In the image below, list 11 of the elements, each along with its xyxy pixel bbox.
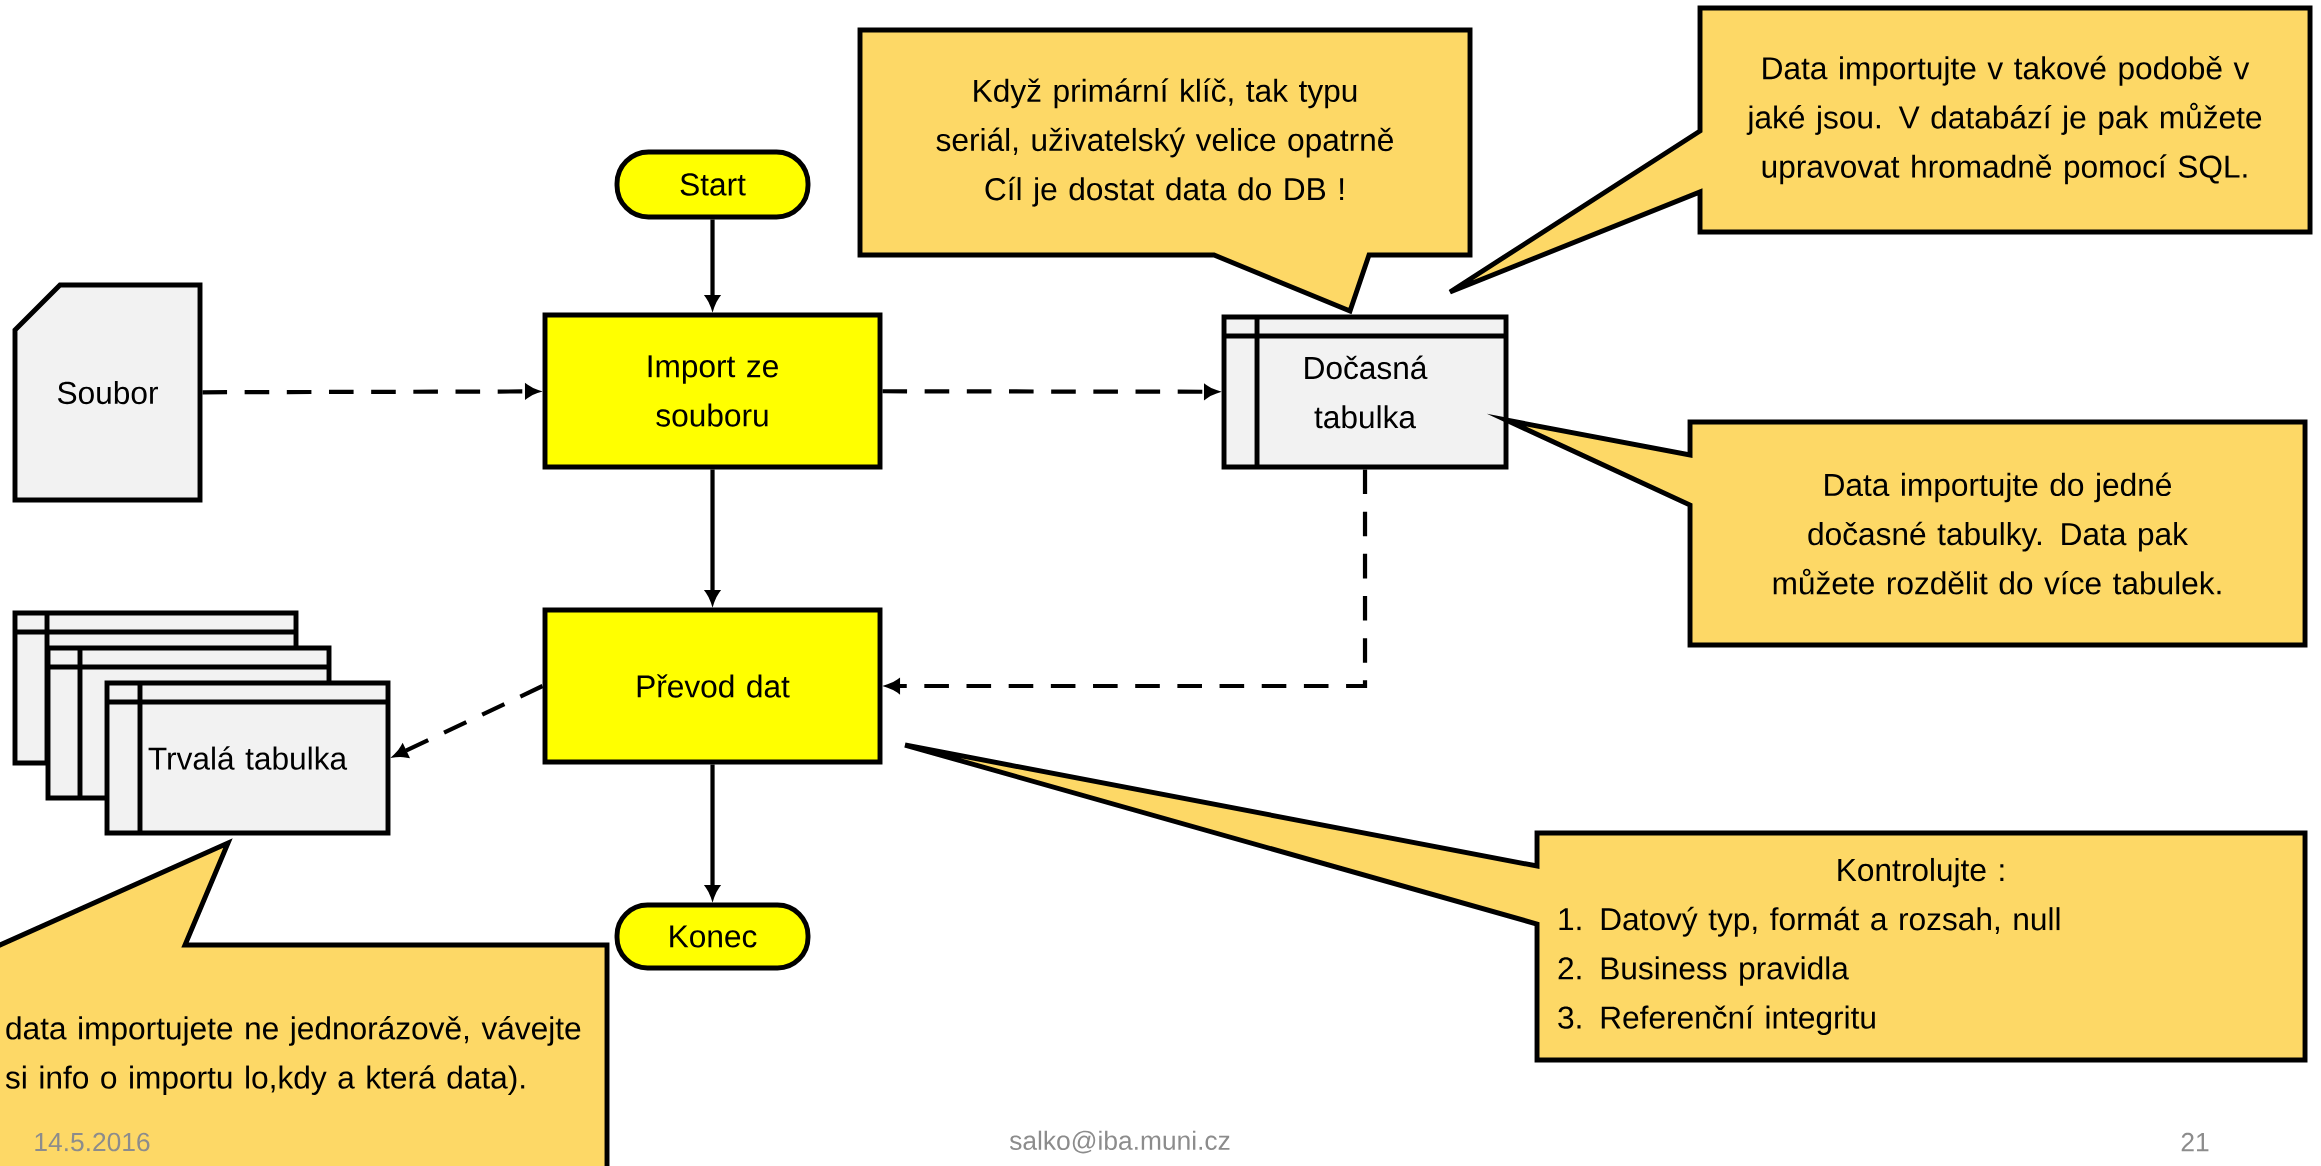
arrow bbox=[393, 684, 544, 758]
callout-box: Když primární klíč, tak typu seriál, uživatelský velice opatrně Cíl je dostat data do DB ! bbox=[857, 27, 1473, 315]
process-box: Import ze souboru bbox=[542, 312, 883, 470]
process-box: Převod dat bbox=[542, 607, 883, 765]
date-text: 14.5.2016 bbox=[35, 1132, 150, 1152]
callout-box: Kontrolujte : 1. Datový typ, formát a rozsah, null 2. Business pravidla 3. Referenční integritu bbox=[902, 742, 2308, 1063]
node-label: Data importujte v takové podobě v jaké jsou. V databází je pak můžete upravovat hromadně pomocí SQL. bbox=[1746, 55, 2262, 185]
page-number: 21 bbox=[2181, 1132, 2209, 1152]
table-stack-drawing: Trvalá tabulka bbox=[12, 610, 391, 836]
email-address: salko@iba.muni.cz bbox=[1009, 1130, 1230, 1154]
callout-box: Data importujte v takové podobě v jaké jsou. V databází je pak můžete upravovat hromadně pomocí SQL. bbox=[1447, 5, 2313, 295]
